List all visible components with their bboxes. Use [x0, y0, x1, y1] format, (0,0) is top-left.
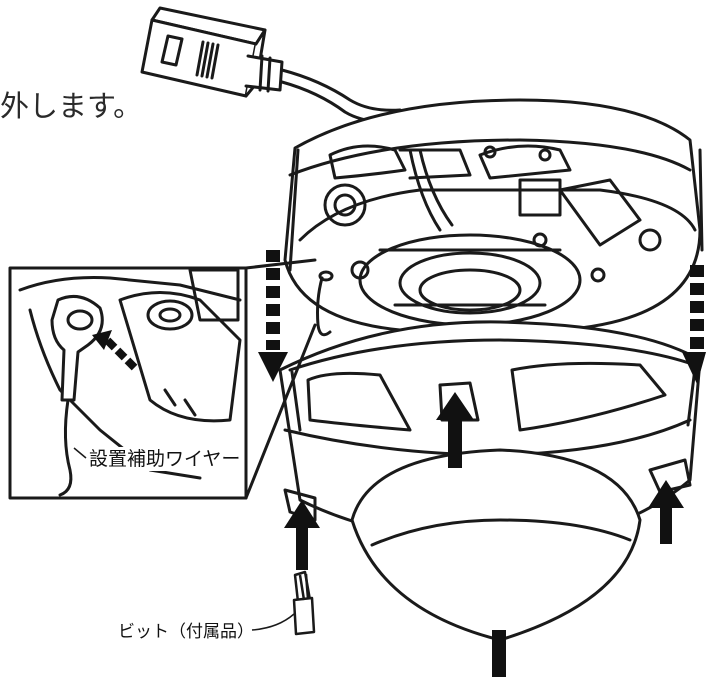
dashed-down-arrow-left-icon	[258, 250, 288, 382]
installation-wire-label: 設置補助ワイヤー	[88, 447, 242, 471]
wire-on-body	[316, 276, 332, 337]
dashed-down-arrow-right-icon	[682, 265, 706, 384]
bit-leader-line	[251, 613, 295, 631]
up-arrow-right-icon	[648, 480, 684, 544]
camera-base	[283, 98, 704, 332]
up-arrow-left-icon	[284, 500, 320, 570]
bit-accessory-label: ビット（付属品）	[118, 622, 254, 642]
up-arrow-center-icon	[436, 392, 474, 468]
wire-label-leader	[73, 447, 87, 459]
bottom-stem	[492, 630, 506, 677]
instruction-text: 外します。	[0, 89, 143, 123]
dashed-arrows	[92, 250, 706, 677]
bit-icon	[292, 570, 316, 636]
lan-cable	[280, 68, 402, 112]
dome-cover	[278, 320, 702, 642]
lan-connector-icon	[140, 6, 284, 98]
dashed-diagonal-arrow-inset-icon	[92, 330, 138, 371]
